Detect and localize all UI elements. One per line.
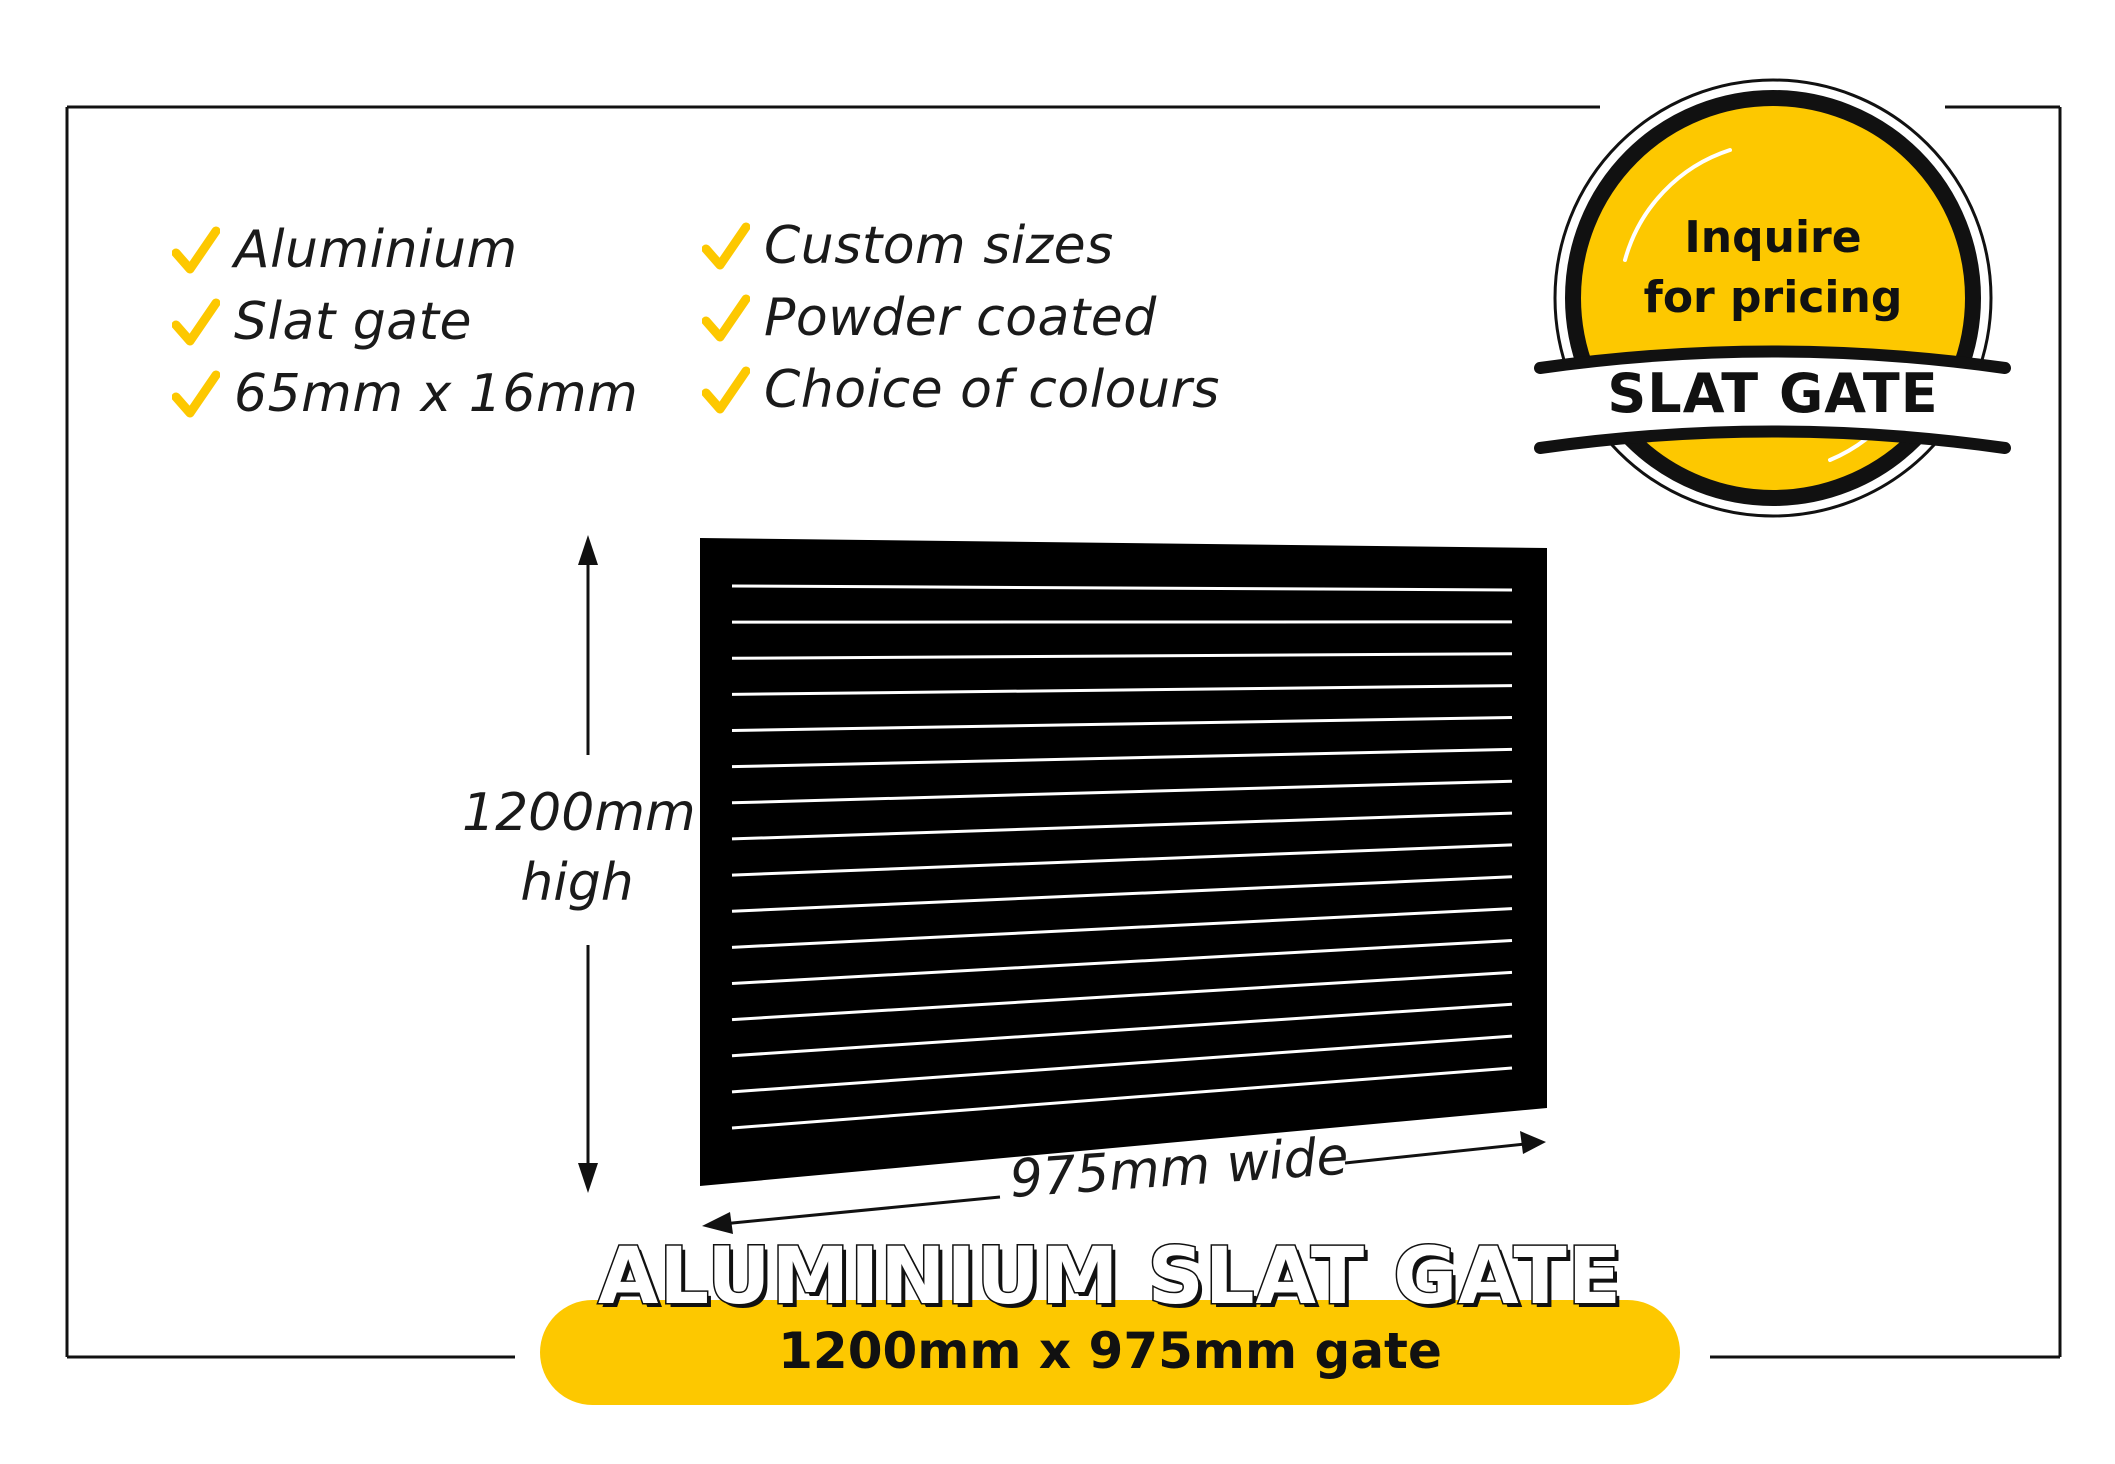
slat-gap (731, 907, 1513, 949)
height-value: 1200mm (462, 783, 696, 843)
checkmark-icon (172, 226, 220, 274)
feature-label: Aluminium (234, 220, 518, 280)
feature-item: Choice of colours (702, 360, 1220, 420)
height-unit: high (520, 853, 634, 913)
slat-gap (731, 747, 1513, 769)
feature-label: Powder coated (764, 288, 1157, 348)
slat-gap (731, 843, 1513, 877)
feature-label: Custom sizes (764, 216, 1114, 276)
badge-ribbon-label: SLAT GATE (1607, 362, 1939, 425)
slat-gap (731, 715, 1513, 733)
feature-item: Powder coated (702, 288, 1157, 348)
slat-gap (731, 939, 1513, 985)
slat-gap (731, 1034, 1513, 1094)
badge-pricing-text: Inquire for pricing (1573, 208, 1973, 328)
feature-item: Aluminium (172, 220, 518, 280)
badge-line-2: for pricing (1643, 272, 1903, 323)
slat-gap (731, 684, 1513, 696)
pricing-badge (1534, 78, 2011, 518)
slat-gap (731, 1066, 1513, 1130)
width-arrow (702, 1131, 1546, 1234)
feature-label: Choice of colours (764, 360, 1220, 420)
height-dimension-label: 1200mm high (462, 778, 696, 918)
slat-gap (731, 779, 1513, 805)
badge-line-1: Inquire (1684, 212, 1862, 263)
title-banner (540, 1300, 1680, 1405)
slat-gap (731, 811, 1513, 841)
slat-gap (731, 652, 1513, 660)
slat-gap (731, 875, 1513, 913)
checkmark-icon (702, 366, 750, 414)
feature-item: Slat gate (172, 292, 472, 352)
checkmark-icon (702, 294, 750, 342)
slat-gap (731, 970, 1513, 1022)
card-border (65, 105, 2062, 1359)
feature-label: Slat gate (234, 292, 472, 352)
page-subtitle: 1200mm x 975mm gate (778, 1322, 1442, 1380)
feature-item: Custom sizes (702, 216, 1114, 276)
height-arrow (578, 535, 598, 1193)
page-title: ALUMINIUM SLAT GATE (596, 1231, 1623, 1324)
slat-gap (731, 584, 1513, 592)
feature-label: 65mm x 16mm (234, 364, 639, 424)
checkmark-icon (172, 370, 220, 418)
checkmark-icon (702, 222, 750, 270)
checkmark-icon (172, 298, 220, 346)
gate-slats (731, 584, 1513, 1130)
slat-gap (731, 1002, 1513, 1058)
feature-item: 65mm x 16mm (172, 364, 638, 424)
gate-panel (700, 538, 1547, 1186)
